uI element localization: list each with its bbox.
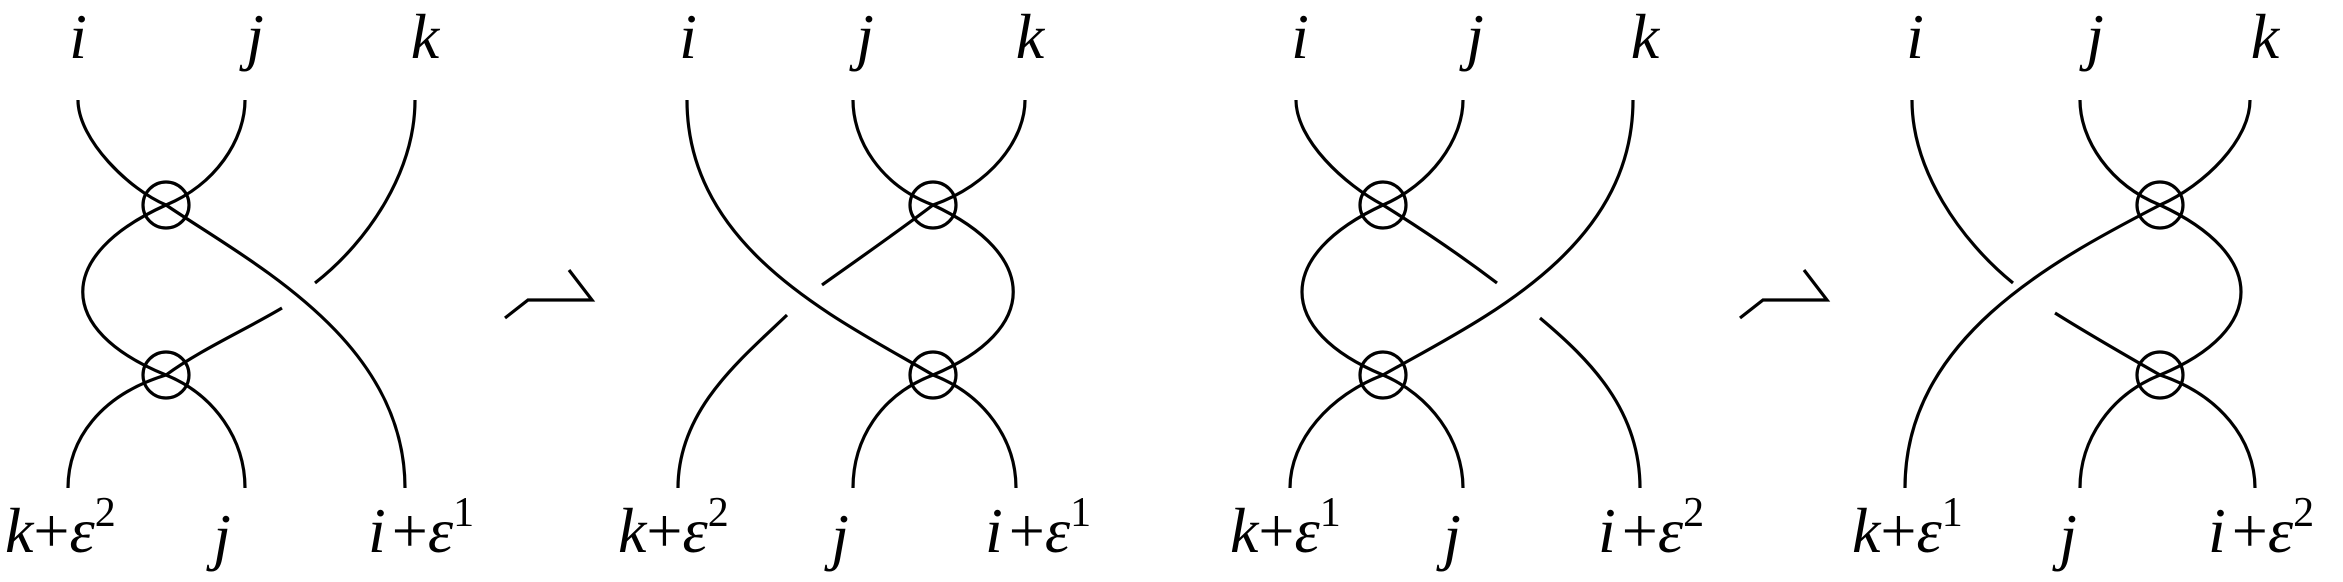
strand-i-upper — [1294, 99, 1498, 285]
bottom-label-j: j — [824, 501, 849, 572]
panel-2-bottom-labels: k+ε2 j i+ε1 — [618, 490, 1091, 572]
panel-1-top-labels: i j k — [69, 1, 441, 72]
bottom-label-i-eps: i+ε1 — [368, 490, 474, 566]
top-label-j: j — [1459, 1, 1484, 72]
virtual-crossing-top — [1358, 180, 1408, 230]
top-label-k: k — [2251, 1, 2281, 72]
bottom-label-j: j — [1436, 501, 1461, 572]
bottom-label-k-eps: k+ε2 — [5, 490, 116, 566]
virtual-crossing-bottom — [1358, 350, 1408, 400]
virtual-crossing-bottom — [908, 350, 958, 400]
panel-2: i j k k+ε2 j i+ε1 — [618, 1, 1091, 572]
strand-j — [81, 99, 247, 489]
top-label-i: i — [1291, 1, 1309, 72]
strand-i-upper — [1910, 99, 2015, 285]
panel-4-bottom-labels: k+ε1 j i+ε2 — [1852, 490, 2314, 572]
strand-k — [1288, 99, 1635, 489]
bottom-label-k-eps: k+ε1 — [1852, 490, 1963, 566]
bottom-label-j: j — [206, 501, 231, 572]
panel-2-top-labels: i j k — [679, 1, 1046, 72]
panel-4: i j k k+ε1 j i+ε2 — [1852, 1, 2314, 572]
strand-i — [76, 99, 407, 489]
strand-j — [2078, 99, 2243, 489]
strand-k — [1903, 99, 2252, 489]
virtual-crossing-bottom — [141, 350, 191, 400]
bottom-label-i-eps: i+ε2 — [1598, 490, 1704, 566]
top-label-k: k — [1631, 1, 1661, 72]
strand-i — [685, 99, 1018, 489]
bottom-label-i-eps: i+ε2 — [2208, 490, 2314, 566]
top-label-j: j — [2079, 1, 2104, 72]
equivalence-symbol-2 — [1739, 269, 1831, 320]
panel-4-top-labels: i j k — [1906, 1, 2281, 72]
top-label-k: k — [411, 1, 441, 72]
virtual-crossing-top — [2135, 180, 2185, 230]
virtual-crossing-bottom — [2135, 350, 2185, 400]
strand-k-upper — [314, 99, 417, 285]
strand-j — [851, 99, 1015, 489]
panel-1: i j k k+ε2 j i+ε1 — [5, 1, 474, 572]
panel-3: i j k k+ε1 j i+ε2 — [1230, 1, 1704, 572]
strand-k-lower — [676, 313, 789, 489]
bottom-label-i-eps: i+ε1 — [985, 490, 1091, 566]
panel-3-bottom-labels: k+ε1 j i+ε2 — [1230, 490, 1704, 572]
virtual-crossing-top — [141, 180, 191, 230]
top-label-j: j — [239, 1, 264, 72]
bottom-label-k-eps: k+ε2 — [618, 490, 729, 566]
bottom-label-j: j — [2052, 501, 2077, 572]
strand-k-upper — [821, 99, 1027, 287]
strand-j — [1300, 99, 1465, 489]
top-label-i: i — [679, 1, 697, 72]
strand-i-lower — [2054, 311, 2257, 489]
strand-i-lower — [1538, 316, 1642, 489]
strand-k-lower — [66, 306, 283, 489]
virtual-crossing-top — [908, 180, 958, 230]
bottom-label-k-eps: k+ε1 — [1230, 490, 1341, 566]
top-label-j: j — [849, 1, 874, 72]
top-label-i: i — [1906, 1, 1924, 72]
top-label-i: i — [69, 1, 87, 72]
equivalence-symbol-1 — [504, 269, 596, 320]
top-label-k: k — [1016, 1, 1046, 72]
panel-3-top-labels: i j k — [1291, 1, 1661, 72]
panel-1-bottom-labels: k+ε2 j i+ε1 — [5, 490, 474, 572]
